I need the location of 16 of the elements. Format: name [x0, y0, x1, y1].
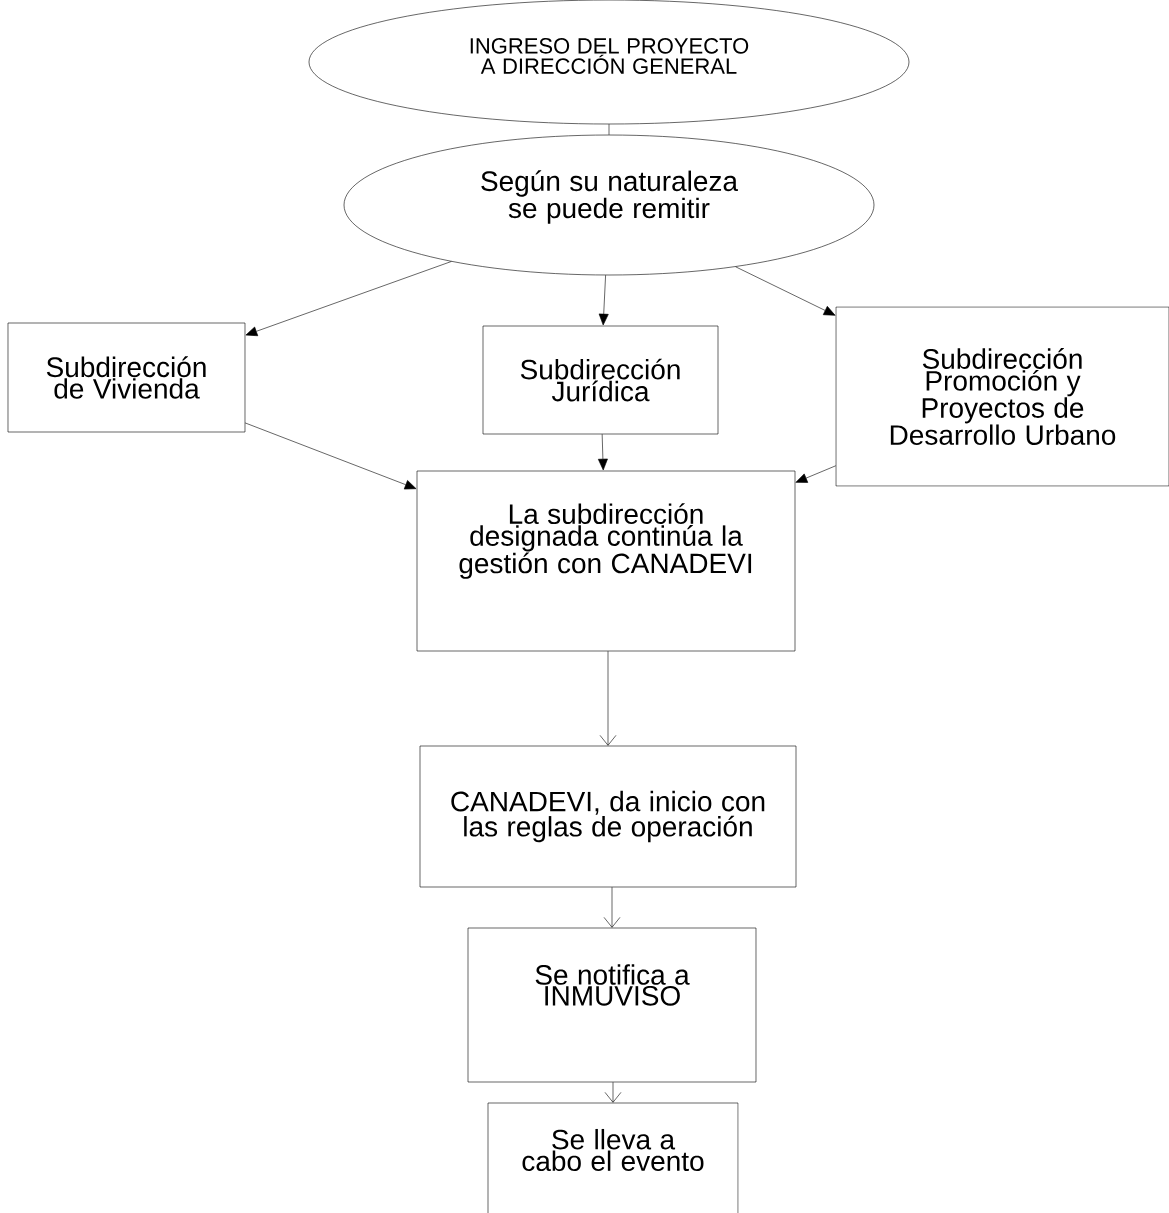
- arrow: [735, 266, 836, 316]
- process-box: Se lleva a cabo el evento: [487, 1102, 739, 1213]
- arrow: [604, 1081, 622, 1103]
- process-box: Subdirección de Vivienda: [7, 322, 246, 433]
- arrow: [244, 422, 417, 490]
- arrow: [599, 650, 617, 746]
- process-box: La subdirección designada continúa la gestión con CANADEVI: [416, 470, 796, 652]
- arrow: [598, 433, 608, 471]
- arrow: [598, 274, 609, 326]
- process-box: CANADEVI, da inicio con las reglas de operación: [419, 745, 797, 888]
- arrow: [603, 886, 621, 928]
- process-box: Subdirección Jurídica: [482, 325, 719, 435]
- arrow: [795, 465, 837, 483]
- process-box: Subdirección Promoción y Proyectos de Desarrollo Urbano: [835, 306, 1169, 487]
- process-box: Se notifica a INMUVISO: [467, 927, 757, 1083]
- arrow: [245, 261, 452, 337]
